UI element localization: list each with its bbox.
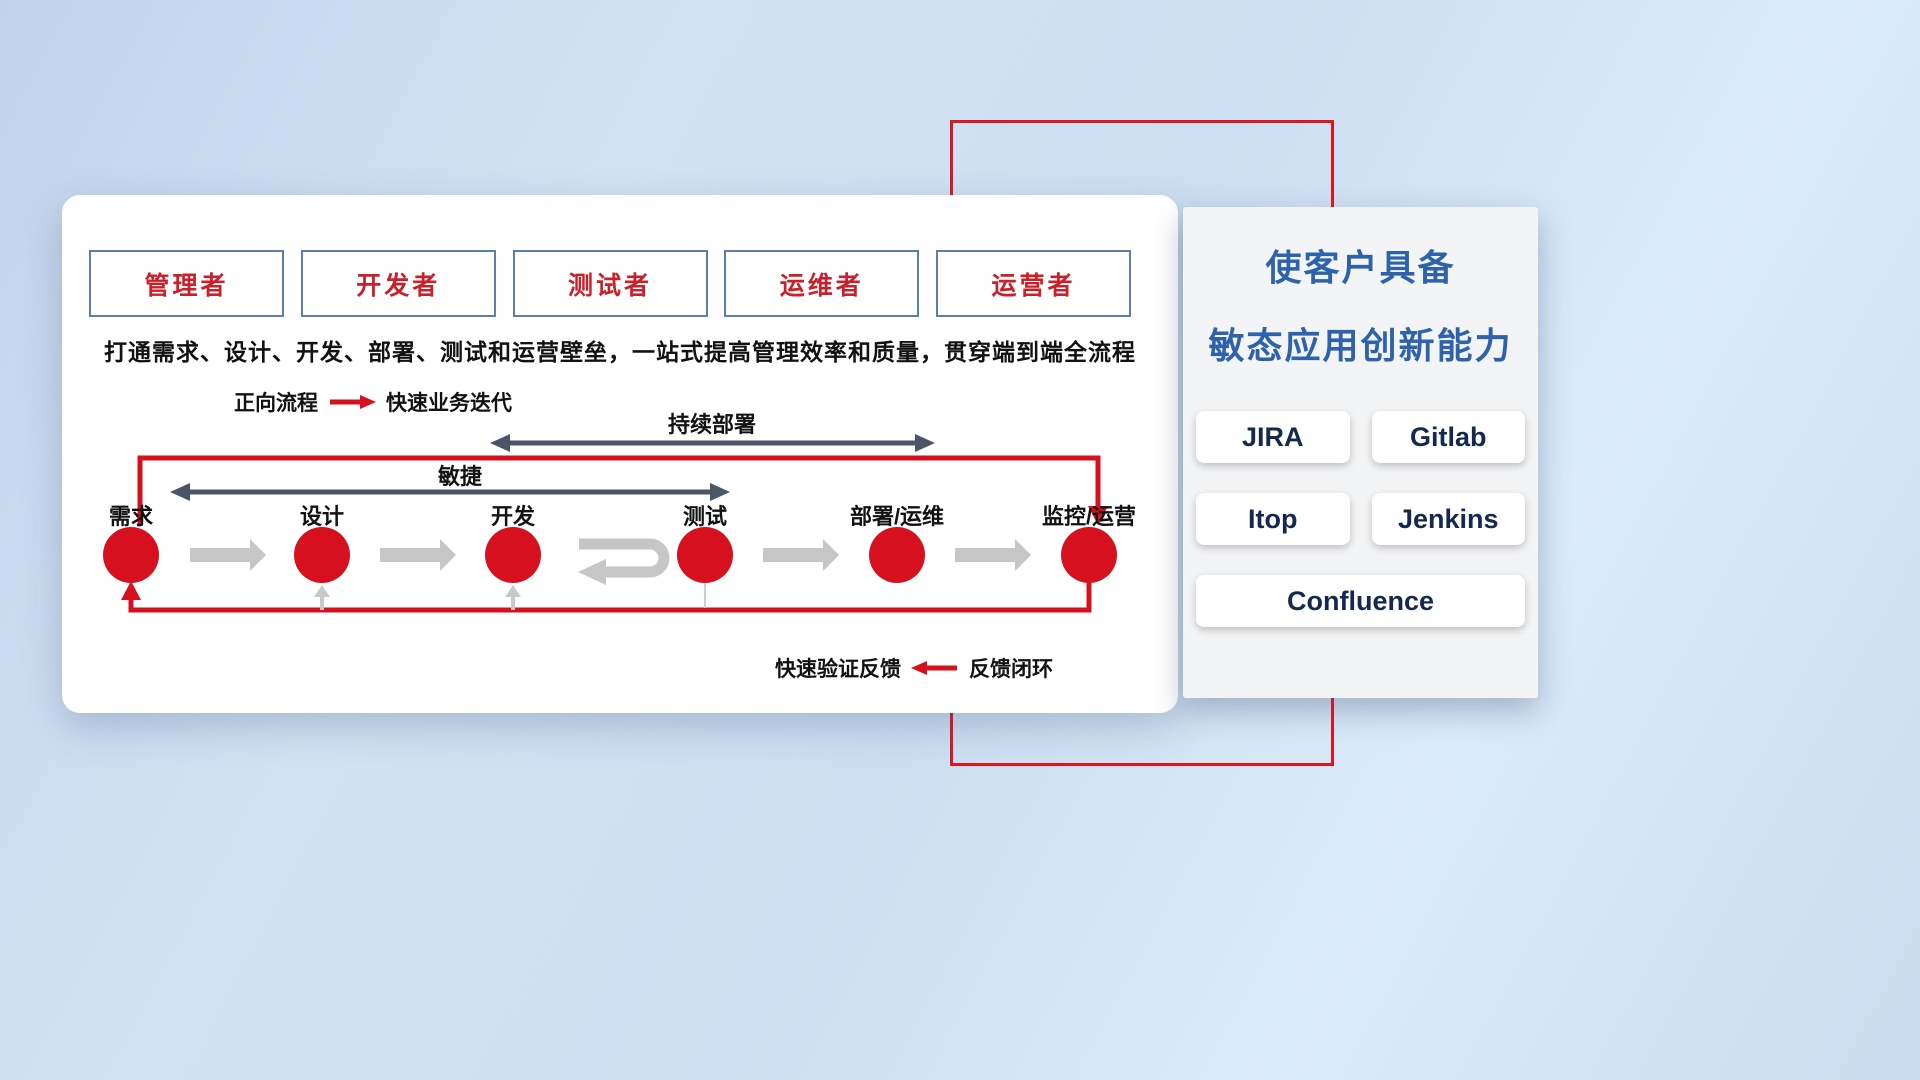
roles-row: 管理者 开发者 测试者 运维者 运营者 (89, 250, 1131, 317)
legend-feedback: 快速验证反馈 反馈闭环 (775, 653, 1053, 683)
role-box-ops: 运维者 (724, 250, 920, 317)
role-box-developer: 开发者 (300, 250, 496, 317)
feedback-arrow-icon (911, 661, 957, 675)
flow-node-label-test: 测试 (682, 504, 728, 529)
legend-forward: 正向流程 快速业务迭代 (234, 387, 512, 417)
step-arrow-icon (190, 539, 266, 571)
flow-node-circle-monitor-operate (1061, 527, 1117, 583)
tool-box-confluence: Confluence (1196, 575, 1525, 627)
legend-forward-label: 正向流程 (234, 392, 318, 415)
tool-box-gitlab: Gitlab (1371, 411, 1525, 463)
feedback-connector-arrowhead (314, 585, 330, 597)
flow-diagram-svg (103, 434, 1117, 613)
legend-forward-value: 快速业务迭代 (386, 392, 512, 415)
panel-title-line1: 使客户具备 (1265, 247, 1456, 288)
flow-node-circle-design (294, 527, 350, 583)
role-label: 管理者 (144, 271, 229, 300)
legend-feedback-label: 快速验证反馈 (775, 658, 901, 681)
step-arrow-icon (380, 539, 456, 571)
capability-panel: 使客户具备 敏态应用创新能力 JIRA Gitlab Itop Jenkins … (1183, 207, 1538, 698)
role-label: 测试者 (567, 271, 652, 300)
forward-loop-line (137, 455, 1101, 525)
flow-node-label-deploy-ops: 部署/运维 (849, 504, 945, 529)
continuous-deploy-arrowhead-left (490, 434, 510, 452)
feedback-connector-arrowhead (505, 585, 521, 597)
flow-node-label-design: 设计 (299, 504, 345, 529)
forward-loop-arrowhead (1088, 506, 1108, 525)
role-label: 运营者 (991, 271, 1076, 300)
forward-arrow-icon (330, 395, 376, 409)
legend-feedback-value: 反馈闭环 (969, 658, 1053, 681)
flow-node-label-develop: 开发 (490, 504, 536, 529)
iteration-loop-icon (579, 538, 670, 578)
role-box-operator: 运营者 (936, 250, 1131, 317)
continuous-deploy-label: 持续部署 (667, 412, 757, 437)
feedback-loop-arrowhead (121, 581, 141, 600)
tool-box-jenkins: Jenkins (1371, 493, 1525, 545)
feedback-loop-line (128, 583, 1092, 613)
tool-box-jira: JIRA (1196, 411, 1350, 463)
step-arrow-icon (955, 539, 1031, 571)
role-box-tester: 测试者 (512, 250, 708, 317)
step-arrow-icon (763, 539, 839, 571)
agile-arrowhead-right (710, 483, 730, 501)
role-box-manager: 管理者 (89, 250, 284, 317)
tools-grid: JIRA Gitlab Itop Jenkins Confluence (1196, 411, 1525, 627)
role-label: 运维者 (779, 271, 864, 300)
flow-node-circle-deploy-ops (869, 527, 925, 583)
flow-node-label-monitor-operate: 监控/运营 (1041, 504, 1137, 529)
continuous-deploy-arrowhead-right (915, 434, 935, 452)
devops-flow-card: 管理者 开发者 测试者 运维者 运营者 打通需求、设计、开发、部署、测试和运营壁… (62, 195, 1178, 713)
iteration-loop-arrowhead (578, 559, 606, 585)
flow-node-circle-requirements (103, 527, 159, 583)
flow-node-circle-develop (485, 527, 541, 583)
panel-title-line2: 敏态应用创新能力 (1208, 325, 1513, 366)
description-text: 打通需求、设计、开发、部署、测试和运营壁垒，一站式提高管理效率和质量，贯穿端到端… (104, 339, 1136, 365)
flow-node-label-requirements: 需求 (108, 504, 154, 529)
role-label: 开发者 (356, 271, 441, 300)
agile-label: 敏捷 (437, 464, 483, 489)
tool-box-itop: Itop (1196, 493, 1350, 545)
flow-node-circle-test (677, 527, 733, 583)
agile-arrowhead-left (170, 483, 190, 501)
